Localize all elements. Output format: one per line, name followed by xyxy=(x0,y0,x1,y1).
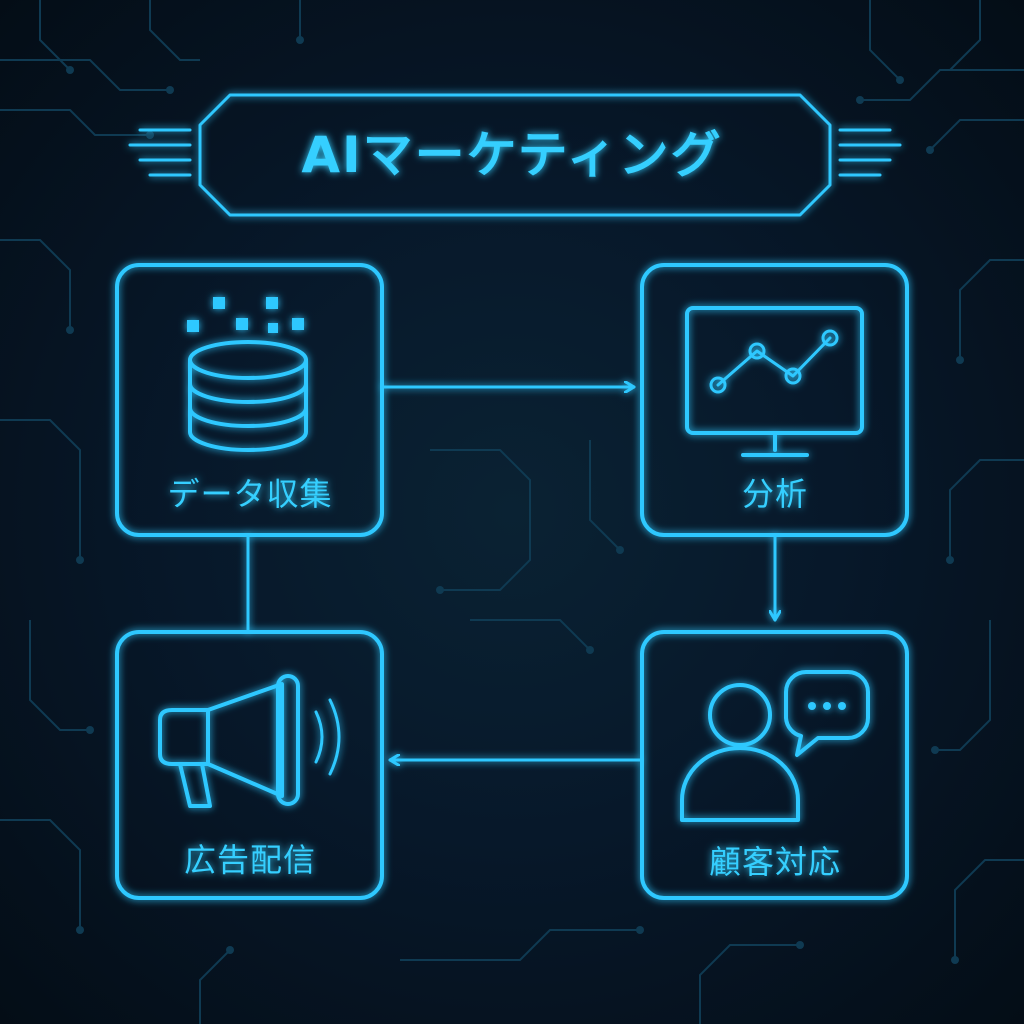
person-chat-icon xyxy=(680,670,870,822)
diagram-title: AIマーケティング xyxy=(301,126,722,184)
node-data-collection: データ収集 xyxy=(115,263,384,537)
title-banner: AIマーケティング xyxy=(128,93,902,217)
node-label-customer-support: 顧客対応 xyxy=(709,843,841,881)
connectors xyxy=(246,387,775,760)
node-customer-support: 顧客対応 xyxy=(640,630,909,900)
node-label-ad-delivery: 広告配信 xyxy=(184,841,316,879)
monitor-chart-icon xyxy=(685,306,864,457)
node-ad-delivery: 広告配信 xyxy=(115,630,384,900)
megaphone-icon xyxy=(158,674,341,808)
database-icon xyxy=(187,297,308,452)
node-label-analysis: 分析 xyxy=(742,475,808,513)
node-label-data-collection: データ収集 xyxy=(167,475,332,513)
node-analysis: 分析 xyxy=(640,263,909,537)
